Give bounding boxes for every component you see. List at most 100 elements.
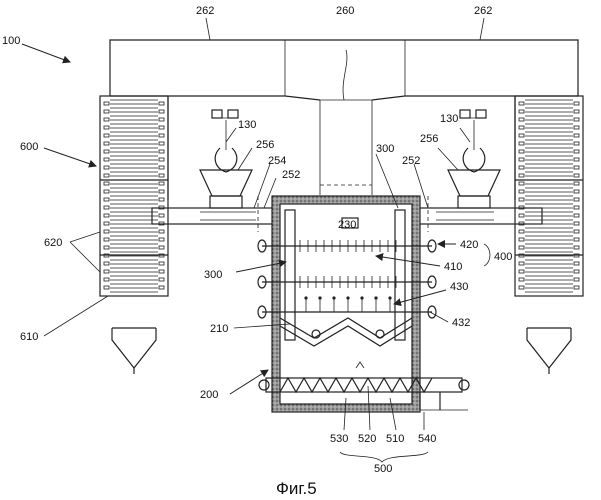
grate-tab [519, 278, 524, 281]
label-432: 432 [452, 317, 470, 329]
label-510: 510 [386, 433, 404, 445]
grate-tab [574, 278, 579, 281]
grate-tab [574, 166, 579, 169]
right-tower [515, 96, 583, 374]
grate-tab [519, 286, 524, 289]
label-620: 620 [44, 237, 62, 249]
grate-tab [519, 190, 524, 193]
grate-tab [519, 262, 524, 265]
grate-tab [574, 246, 579, 249]
grate-tab [574, 198, 579, 201]
label-254: 254 [268, 155, 286, 167]
grate-tab [519, 238, 524, 241]
grate-tab [104, 166, 109, 169]
grate-tab [104, 142, 109, 145]
label-260: 260 [336, 5, 354, 17]
grate-tab [519, 198, 524, 201]
grate-tab [574, 182, 579, 185]
label-530: 530 [330, 433, 348, 445]
grate-tab [104, 190, 109, 193]
grate-tab [104, 110, 109, 113]
grate-tab [104, 158, 109, 161]
grate-tab [159, 214, 164, 217]
label-500: 500 [374, 463, 392, 475]
label-230: 230 [338, 219, 356, 231]
grate-tab [159, 190, 164, 193]
grate-tab [159, 262, 164, 265]
grate-tab [159, 126, 164, 129]
grate-tab [104, 198, 109, 201]
grate-tab [574, 150, 579, 153]
grate-tab [159, 158, 164, 161]
grate-tab [159, 278, 164, 281]
grate-tab [519, 150, 524, 153]
grate-tab [574, 110, 579, 113]
grate-tab [159, 118, 164, 121]
reference-labels: 100 262 260 262 600 130 130 256 256 254 … [2, 5, 512, 498]
grate-tab [104, 206, 109, 209]
grate-tab [519, 214, 524, 217]
agitator-rod-tip [304, 296, 307, 299]
grate-tab [574, 238, 579, 241]
label-252-left: 252 [282, 169, 300, 181]
grate-tab [104, 118, 109, 121]
label-130-left: 130 [238, 119, 256, 131]
grate-tab [159, 166, 164, 169]
grate-tab [519, 182, 524, 185]
grate-tab [519, 118, 524, 121]
label-262-left: 262 [196, 5, 214, 17]
label-420: 420 [460, 239, 478, 251]
grate-tab [159, 198, 164, 201]
label-256-left: 256 [256, 139, 274, 151]
label-430: 430 [450, 281, 468, 293]
grate-tab [574, 230, 579, 233]
grate-tab [574, 206, 579, 209]
label-520: 520 [358, 433, 376, 445]
grate-tab [159, 102, 164, 105]
label-300-left: 300 [204, 269, 222, 281]
grate-tab [159, 270, 164, 273]
grate-tab [104, 238, 109, 241]
grate-tab [574, 102, 579, 105]
grate-tab [519, 270, 524, 273]
grate-tab [519, 126, 524, 129]
grate-tab [574, 118, 579, 121]
grate-tab [574, 134, 579, 137]
grate-tab [574, 270, 579, 273]
grate-tab [159, 134, 164, 137]
grate-tab [519, 102, 524, 105]
grate-tab [519, 174, 524, 177]
grate-tab [104, 270, 109, 273]
grate-tab [519, 158, 524, 161]
agitator-rod-tip [346, 296, 349, 299]
figure-caption: Фиг.5 [276, 479, 317, 498]
label-200: 200 [200, 389, 218, 401]
grate-tab [519, 142, 524, 145]
label-262-right: 262 [474, 5, 492, 17]
left-tower [100, 96, 168, 374]
grate-tab [574, 126, 579, 129]
grate-tab [104, 134, 109, 137]
grate-tab [104, 182, 109, 185]
grate-tab [104, 214, 109, 217]
grate-tab [104, 246, 109, 249]
grate-tab [159, 142, 164, 145]
grate-tab [159, 174, 164, 177]
grate-tab [104, 222, 109, 225]
grate-tab [574, 222, 579, 225]
label-210: 210 [210, 323, 228, 335]
grate-tab [574, 214, 579, 217]
label-100: 100 [2, 35, 20, 47]
grate-tab [104, 126, 109, 129]
label-410: 410 [444, 261, 462, 273]
grate-tab [159, 150, 164, 153]
grate-tab [159, 110, 164, 113]
label-130-right: 130 [440, 113, 458, 125]
grate-tab [159, 238, 164, 241]
grate-tab [574, 262, 579, 265]
agitator-rod-tip [360, 296, 363, 299]
label-540: 540 [418, 433, 436, 445]
grate-tab [574, 142, 579, 145]
grate-tab [104, 150, 109, 153]
